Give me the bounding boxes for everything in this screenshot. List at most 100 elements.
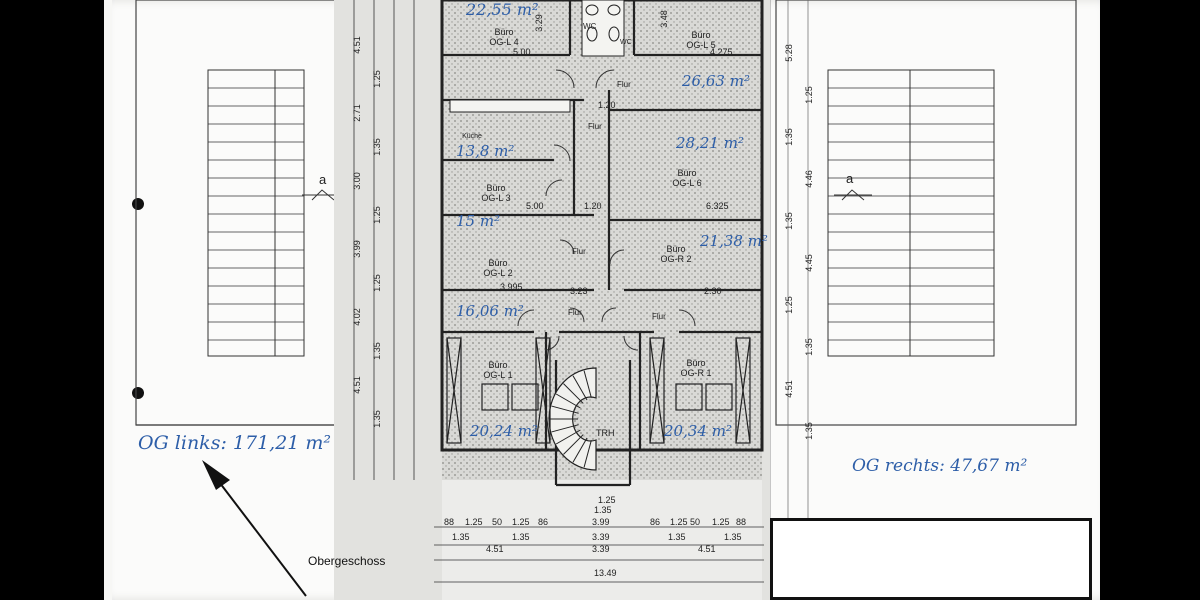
area-og-l3: 15 m² [456, 212, 501, 230]
dimension-label: 4.51 [486, 544, 504, 554]
dimension-label: 3.29 [533, 14, 544, 32]
wc-label-2: WC [620, 39, 632, 46]
dimension-label: 1.35 [783, 212, 794, 230]
punch-hole-bottom [132, 387, 144, 399]
dimension-label: 1.35 [803, 338, 814, 356]
dimension-label: 1.25 [803, 86, 814, 104]
flur-label-a: Flur [617, 80, 631, 89]
flur-label-b: Flur [588, 122, 602, 131]
dimension-label: 50 [492, 517, 503, 527]
dimension-label: 5.00 [526, 201, 544, 211]
dimension-label: 4.51 [698, 544, 716, 554]
area-og-r1: 20,34 m² [664, 422, 732, 440]
dimension-label: 1.35 [371, 410, 382, 428]
dimension-label: 1.20 [584, 201, 602, 211]
dimension-label: 1.20 [598, 100, 616, 110]
dimension-label: 86 [538, 517, 549, 527]
dimension-label: 3.39 [592, 532, 610, 542]
dimension-label: 1.35 [371, 138, 382, 156]
section-marker-left: a [319, 172, 327, 187]
stair-step [551, 405, 579, 414]
dimension-label: 3.00 [351, 172, 362, 190]
dimension-label: 3.39 [592, 544, 610, 554]
dimension-label: 3.995 [500, 282, 523, 292]
floor-plan [334, 0, 770, 600]
room-kueche-label: Küche [462, 133, 482, 140]
dimension-label: 1.35 [594, 505, 612, 515]
dimension-label: 88 [444, 517, 455, 527]
stair-step [583, 370, 592, 398]
dimension-label: 1.35 [783, 128, 794, 146]
stair-step [555, 393, 581, 409]
total-og-rechts: OG rechts: 47,67 m² [852, 456, 1028, 476]
area-og-l4: 22,55 m² [466, 0, 539, 19]
dimension-label: 4.51 [351, 376, 362, 394]
flur-label-e: Flur [652, 312, 666, 321]
area-og-l1: 20,24 m² [470, 422, 538, 440]
dimension-label: 88 [736, 517, 747, 527]
title-block-box [770, 518, 1092, 600]
dimension-label: 3.99 [351, 240, 362, 258]
punch-hole-top [132, 198, 144, 210]
dimension-label: 1.25 [783, 296, 794, 314]
area-og-r2: 21,38 m² [700, 232, 768, 250]
section-marker-right: a [846, 171, 854, 186]
stair-step [572, 437, 588, 463]
right-page [756, 0, 1100, 600]
flur-label-c: Flur [572, 247, 586, 256]
dimension-label: 4.51 [351, 36, 362, 54]
dimension-label: 1.35 [724, 532, 742, 542]
dimension-label: 4.275 [710, 47, 733, 57]
dimension-label: 1.35 [803, 422, 814, 440]
floor-title: Obergeschoss [308, 554, 386, 568]
area-og-l5: 26,63 m² [682, 72, 750, 90]
dimension-label: 3.48 [658, 10, 669, 28]
stair-step [583, 440, 592, 468]
dimension-label: 2.30 [704, 286, 722, 296]
wc-label-1: WC [583, 22, 597, 31]
dimension-label: 4.02 [351, 308, 362, 326]
dimension-label: 5.00 [513, 47, 531, 57]
dimension-label: 1.35 [668, 532, 686, 542]
dimension-label: 1.35 [371, 342, 382, 360]
dimension-label: 1.25 [670, 517, 688, 527]
dimension-label: 6.325 [706, 201, 729, 211]
right-elevation-drawing [769, 0, 1077, 520]
dimension-label: 1.25 [598, 495, 616, 505]
stair-step [563, 434, 584, 455]
dimension-label: 1.35 [452, 532, 470, 542]
stair-step [551, 424, 579, 433]
flur-label-d: Flur [568, 308, 582, 317]
stair-step [572, 375, 588, 401]
dimension-label: 1.25 [371, 206, 382, 224]
dimension-label: 1.35 [512, 532, 530, 542]
area-og-l2: 16,06 m² [456, 302, 524, 320]
arrow-mark [202, 460, 307, 597]
stair-trh-label: TRH [596, 428, 615, 438]
dimension-label: 3.23 [570, 286, 588, 296]
stair-step [555, 429, 581, 445]
dimension-label: 13.49 [594, 568, 617, 578]
dimension-label: 4.45 [803, 254, 814, 272]
dimension-label: 1.25 [512, 517, 530, 527]
dimension-label: 4.46 [803, 170, 814, 188]
total-og-links: OG links: 171,21 m² [138, 432, 332, 454]
dimension-label: 5.28 [783, 44, 794, 62]
dimension-label: 1.25 [371, 70, 382, 88]
dimension-label: 50 [690, 517, 701, 527]
dimension-label: 1.25 [712, 517, 730, 527]
dimension-label: 4.51 [783, 380, 794, 398]
dimension-label: 3.99 [592, 517, 610, 527]
dimension-label: 86 [650, 517, 661, 527]
stair-step [563, 383, 584, 404]
dimension-label: 1.25 [371, 274, 382, 292]
dimension-label: 1.25 [465, 517, 483, 527]
area-og-l6: 28,21 m² [676, 134, 744, 152]
